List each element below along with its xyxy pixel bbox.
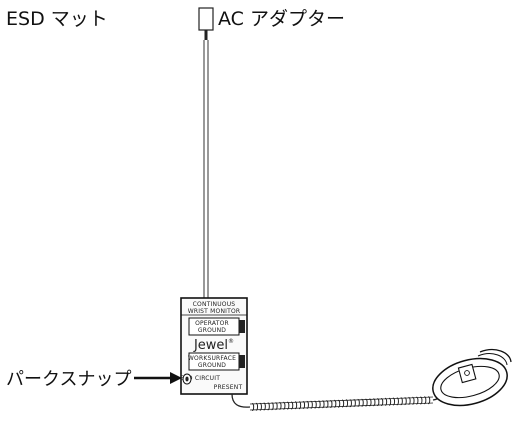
worksurface-label-line1: WORKSURFACE [188,355,236,362]
operator-label-line1: OPERATOR [195,320,229,327]
ac-adapter-label: AC アダプター [218,8,345,30]
monitor-title-line2: WRIST MONITOR [188,308,241,315]
bottom-label-line2: PRESENT [214,384,243,391]
snap-label: パークスナップ [6,369,132,390]
ac-adapter-cable [203,40,209,298]
coiled-cord [231,389,448,411]
monitor-title-line1: CONTINUOUS [193,301,236,308]
operator-label-line2: GROUND [198,327,226,334]
ac-adapter-plug [198,7,214,31]
bottom-label-line1: ESD CIRCUIT [180,375,220,382]
operator-led [239,320,245,333]
wrist-strap [432,348,512,407]
brand-label: Jewel [193,338,228,353]
esd-mat-label: ESD マット [6,8,108,30]
worksurface-led [239,355,245,368]
snap-arrow [134,372,182,384]
wrist-monitor-unit: CONTINUOUS WRIST MONITOR OPERATOR GROUND… [180,297,248,395]
worksurface-label-line2: GROUND [198,362,226,369]
registered-mark: ® [228,338,234,345]
